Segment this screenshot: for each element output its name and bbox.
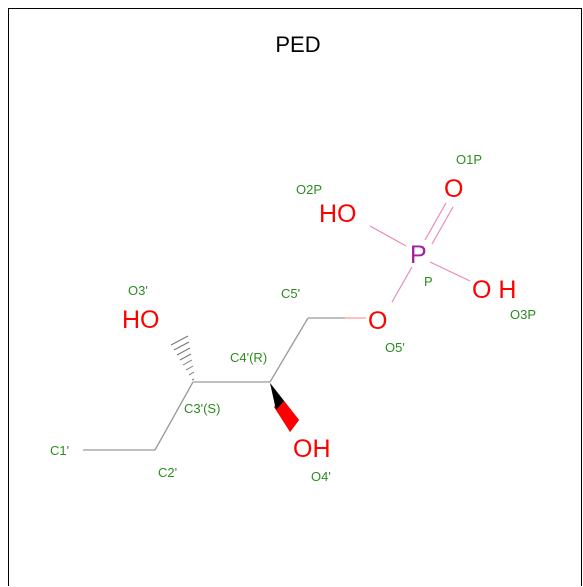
- symbol-ho-o3: HO: [122, 306, 160, 334]
- label-c1: C1': [50, 443, 69, 458]
- molecule-diagram-frame: [8, 8, 582, 586]
- bond-c4-c5: [269, 317, 309, 383]
- bond-c2-c3: [154, 381, 194, 451]
- label-c2: C2': [158, 465, 177, 480]
- label-o3: O3': [128, 283, 148, 298]
- symbol-phosphorus: P: [410, 241, 427, 269]
- molecule-title: PED: [275, 32, 320, 57]
- bond-p-o3p: [429, 261, 471, 282]
- label-o1p: O1P: [456, 152, 482, 167]
- label-o4: O4': [311, 469, 331, 484]
- label-c3: C3'(S): [184, 401, 220, 416]
- bond-p-o1p-b: [431, 206, 454, 245]
- symbol-oh-o4: OH: [293, 435, 331, 463]
- bond-o5-p: [391, 266, 413, 303]
- label-o2p: O2P: [296, 182, 322, 197]
- label-c4: C4'(R): [230, 350, 267, 365]
- label-p: P: [424, 274, 433, 289]
- hashed-wedge-c3-o3: [170, 335, 195, 381]
- label-c5: C5': [281, 286, 300, 301]
- symbol-oh-o3p: O H: [472, 276, 516, 304]
- bond-p-o2p: [369, 225, 407, 247]
- bond-p-o1p-a: [424, 202, 447, 241]
- symbol-o-o1p: O: [444, 175, 463, 203]
- symbol-o-o5: O: [368, 307, 387, 335]
- symbol-ho-o2p: HO: [319, 200, 357, 228]
- label-o5: O5': [385, 340, 405, 355]
- solid-wedge-c4-o4-base: [270, 383, 284, 410]
- solid-wedge-c4-o4-red: [274, 397, 299, 432]
- label-o3p: O3P: [510, 307, 536, 322]
